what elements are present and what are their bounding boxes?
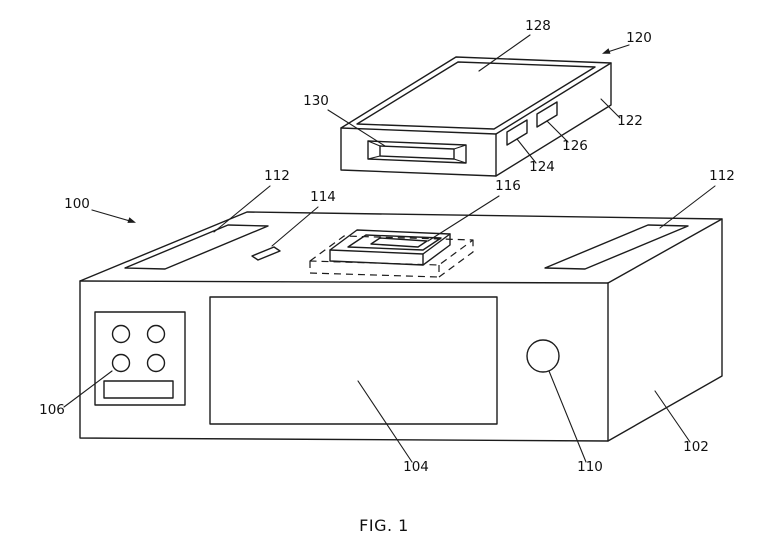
ref-label-120: 120 <box>626 30 652 46</box>
reference-numerals: 128 120 130 122 124 126 100 112 114 116 … <box>39 18 735 475</box>
leader-130 <box>327 109 386 147</box>
media-slot-corner-4 <box>367 155 381 160</box>
upper-module <box>340 56 612 177</box>
base-unit-front-top-edge <box>79 280 609 284</box>
control-button-4 <box>146 353 166 373</box>
upper-module-top-inset <box>356 61 596 130</box>
dock-connector <box>370 237 428 248</box>
base-unit <box>79 211 723 442</box>
leader-116 <box>427 195 500 242</box>
top-panel-left <box>124 224 269 270</box>
leader-lines <box>63 34 716 463</box>
figure-caption: FIG. 1 <box>359 516 409 535</box>
ref-label-114: 114 <box>310 189 336 205</box>
display-panel <box>209 296 498 425</box>
leader-120 <box>605 44 630 54</box>
control-panel-frame <box>94 311 186 406</box>
base-unit-top-right-edge <box>607 218 723 284</box>
leader-112-left <box>213 185 271 233</box>
top-panel-right <box>544 224 689 270</box>
ref-label-130: 130 <box>303 93 329 109</box>
control-panel-readout <box>103 380 174 399</box>
knob <box>526 339 560 373</box>
leader-122 <box>600 98 621 119</box>
ref-label-112-left: 112 <box>264 168 290 184</box>
dock-recess-opening <box>347 234 442 251</box>
leader-112-right <box>659 185 716 229</box>
leader-124 <box>516 138 537 164</box>
leader-106 <box>63 370 113 408</box>
media-slot-corner-2 <box>453 144 467 150</box>
dock-receptacle <box>309 229 474 278</box>
control-panel <box>94 311 186 406</box>
dock-hidden-right-edge <box>438 240 474 278</box>
media-slot-corner-1 <box>367 140 381 147</box>
arrowhead-120 <box>602 48 611 54</box>
leader-110 <box>548 370 587 463</box>
ref-label-106: 106 <box>39 402 65 418</box>
dock-boss-right <box>422 233 451 266</box>
leader-102 <box>654 390 691 443</box>
ref-label-102: 102 <box>683 439 709 455</box>
upper-module-top-face <box>340 56 612 135</box>
indicator-slot-114 <box>251 246 281 261</box>
dock-hidden-front-edge <box>309 272 440 278</box>
upper-module-front-face <box>340 127 497 177</box>
ref-label-128: 128 <box>525 18 551 34</box>
ref-label-104: 104 <box>403 459 429 475</box>
leader-104 <box>357 380 413 463</box>
ref-label-112-right: 112 <box>709 168 735 184</box>
media-slot-inner <box>379 145 455 160</box>
dock-boss-top <box>329 229 451 255</box>
side-port-126 <box>536 101 558 128</box>
leader-114 <box>271 206 319 247</box>
control-button-2 <box>146 324 166 344</box>
side-port-124 <box>506 119 528 146</box>
ref-label-110: 110 <box>577 459 603 475</box>
leader-128 <box>478 34 531 72</box>
control-button-3 <box>111 353 131 373</box>
upper-module-right-face <box>495 62 612 177</box>
ref-label-122: 122 <box>617 113 643 129</box>
base-unit-silhouette <box>79 211 723 442</box>
control-button-1 <box>111 324 131 344</box>
dock-boss-front <box>329 249 424 266</box>
ref-label-124: 124 <box>529 159 555 175</box>
leader-126 <box>546 120 569 143</box>
ref-label-100: 100 <box>64 196 90 212</box>
leader-100 <box>91 209 131 222</box>
ref-label-116: 116 <box>495 178 521 194</box>
arrowhead-100 <box>127 217 136 223</box>
ref-label-126: 126 <box>562 138 588 154</box>
media-slot <box>367 140 467 164</box>
media-slot-corner-3 <box>453 158 467 164</box>
